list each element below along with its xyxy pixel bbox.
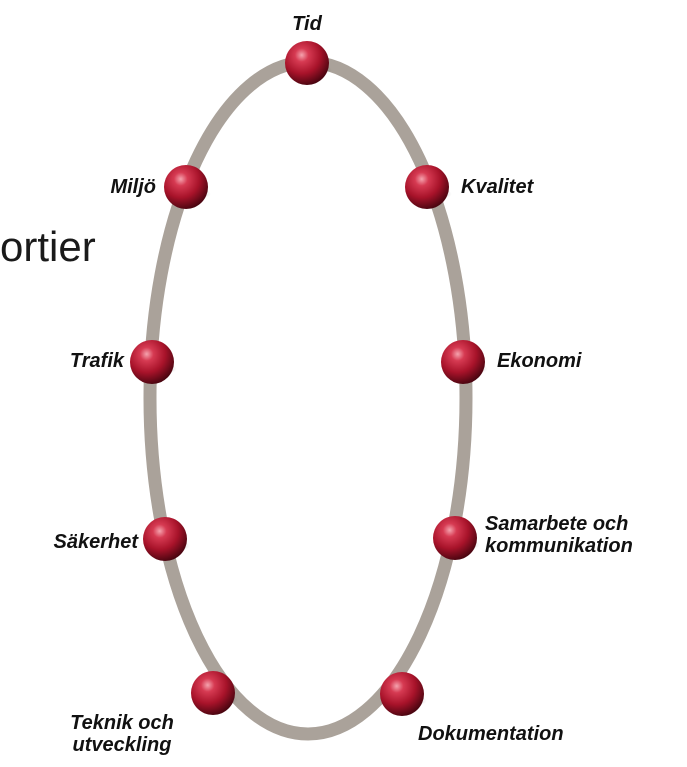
- node-samarbete[interactable]: [433, 516, 480, 560]
- node-dokumentation[interactable]: [380, 672, 427, 716]
- label-sakerhet: Säkerhet: [53, 531, 139, 553]
- node-kvalitet[interactable]: [405, 165, 452, 209]
- label-samarbete-line1: Samarbete och: [485, 513, 629, 535]
- cycle-ring: [143, 55, 473, 741]
- label-dokumentation: Dokumentation: [418, 723, 564, 745]
- node-sakerhet[interactable]: [143, 517, 190, 561]
- label-kvalitet: Kvalitet: [461, 176, 534, 198]
- label-teknik-line1: Teknik och: [70, 712, 174, 734]
- label-samarbete-line2: kommunikation: [485, 535, 633, 557]
- node-tid[interactable]: [285, 41, 332, 85]
- label-trafik: Trafik: [69, 350, 124, 372]
- label-samarbete: Samarbete och kommunikation: [485, 513, 633, 557]
- label-teknik: Teknik och utveckling: [40, 712, 204, 756]
- label-miljo: Miljö: [110, 176, 156, 198]
- node-miljo[interactable]: [164, 165, 211, 209]
- label-tid: Tid: [292, 13, 322, 35]
- label-ekonomi: Ekonomi: [497, 350, 582, 372]
- background-slide-text: ortier: [0, 223, 96, 270]
- node-trafik[interactable]: [130, 340, 177, 384]
- node-teknik[interactable]: [191, 671, 238, 715]
- node-ekonomi[interactable]: [441, 340, 488, 384]
- label-teknik-line2: utveckling: [72, 734, 172, 756]
